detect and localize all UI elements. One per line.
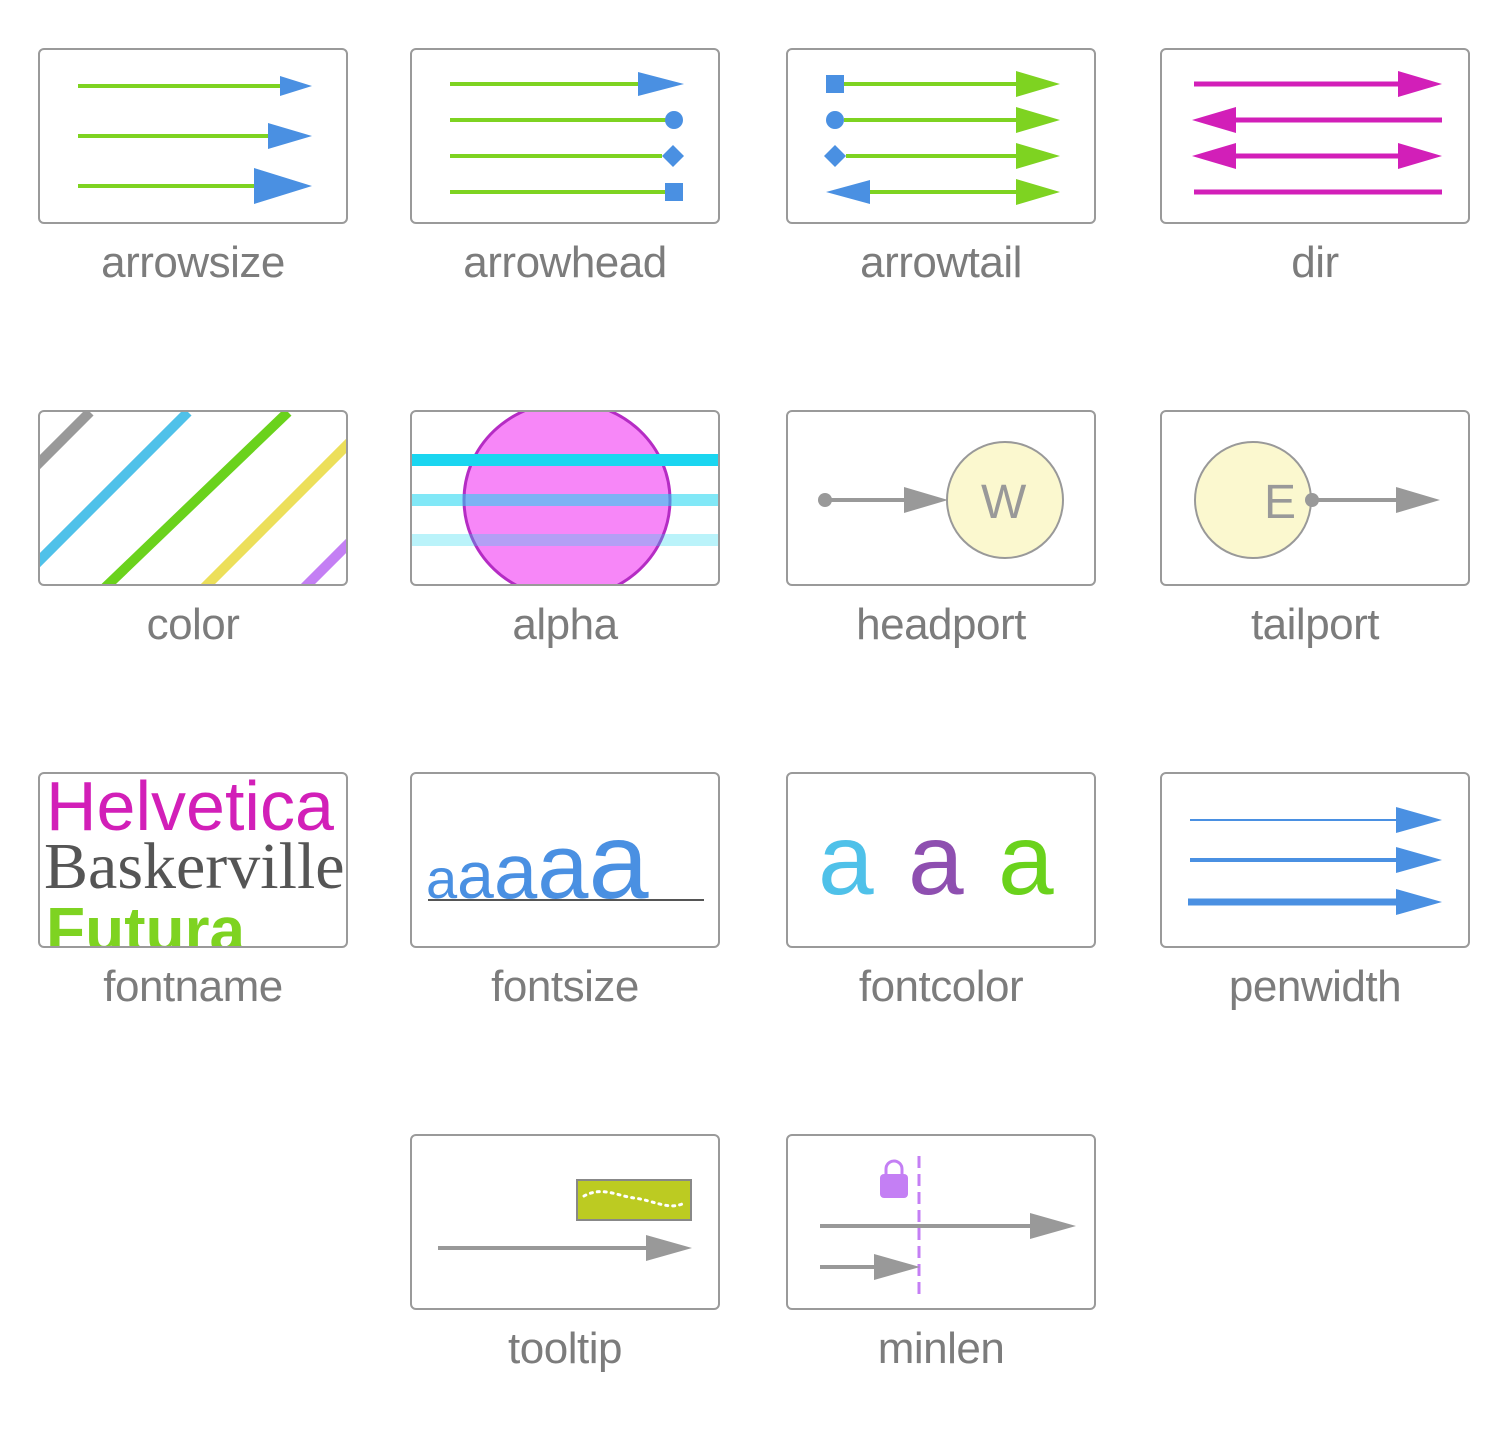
dir-label: dir <box>1291 238 1339 287</box>
arrowsize-label: arrowsize <box>101 238 285 287</box>
tailport-illustration: E <box>1194 441 1440 559</box>
tailport-tile[interactable]: E <box>1160 410 1470 586</box>
fontname-label: fontname <box>103 962 283 1011</box>
fontcolor-tile[interactable]: a a a <box>786 772 1096 948</box>
penwidth-tile[interactable] <box>1160 772 1470 948</box>
tooltip-tile[interactable] <box>410 1134 720 1310</box>
fontsize-label: fontsize <box>491 962 639 1011</box>
fontname-sample-helvetica: Helvetica <box>46 774 334 845</box>
padlock-icon <box>880 1159 908 1198</box>
headport-illustration: W <box>818 441 1064 559</box>
tooltip-label: tooltip <box>508 1324 622 1373</box>
tailport-port-letter: E <box>1264 476 1296 529</box>
fontcolor-label: fontcolor <box>858 962 1024 1011</box>
headport-label: headport <box>856 600 1026 649</box>
fontcolor-sample-green: a <box>998 804 1054 916</box>
dir-illustration <box>1192 71 1442 195</box>
alpha-illustration <box>412 412 718 584</box>
fontsize-tile[interactable]: aaaaa <box>410 772 720 948</box>
tooltip-illustration <box>438 1179 692 1261</box>
fontsize-illustration: aaaaa <box>426 800 704 921</box>
tailport-label: tailport <box>1250 600 1380 649</box>
minlen-illustration <box>820 1156 1076 1296</box>
tooltip-box <box>576 1179 692 1221</box>
headport-port-letter: W <box>981 476 1027 529</box>
headport-tile[interactable]: W <box>786 410 1096 586</box>
arrowtail-tile[interactable] <box>786 48 1096 224</box>
fontname-sample-futura: Futura <box>46 894 246 948</box>
fontsize-sample: aaaaa <box>426 800 649 921</box>
minlen-label: minlen <box>877 1324 1005 1373</box>
arrowhead-label: arrowhead <box>463 238 667 287</box>
arrowtail-label: arrowtail <box>860 238 1022 287</box>
color-tile[interactable] <box>38 410 348 586</box>
arrowsize-illustration <box>78 76 312 204</box>
alpha-label: alpha <box>512 600 618 649</box>
color-illustration <box>40 412 346 584</box>
fontcolor-sample-cyan: a <box>818 804 874 916</box>
alpha-tile[interactable] <box>410 410 720 586</box>
arrowhead-tile[interactable] <box>410 48 720 224</box>
fontname-sample-baskerville: Baskerville <box>44 830 345 903</box>
fontcolor-sample-purple: a <box>908 804 964 916</box>
color-label: color <box>146 600 240 649</box>
arrowsize-tile[interactable] <box>38 48 348 224</box>
fontcolor-illustration: a a a <box>818 804 1054 916</box>
dir-tile[interactable] <box>1160 48 1470 224</box>
arrowtail-illustration <box>824 71 1060 205</box>
fontname-illustration: Helvetica Baskerville Futura <box>44 774 345 948</box>
fontname-tile[interactable]: Helvetica Baskerville Futura <box>38 772 348 948</box>
arrowhead-illustration <box>450 72 684 201</box>
minlen-tile[interactable] <box>786 1134 1096 1310</box>
penwidth-label: penwidth <box>1228 962 1402 1011</box>
penwidth-illustration <box>1188 807 1442 915</box>
